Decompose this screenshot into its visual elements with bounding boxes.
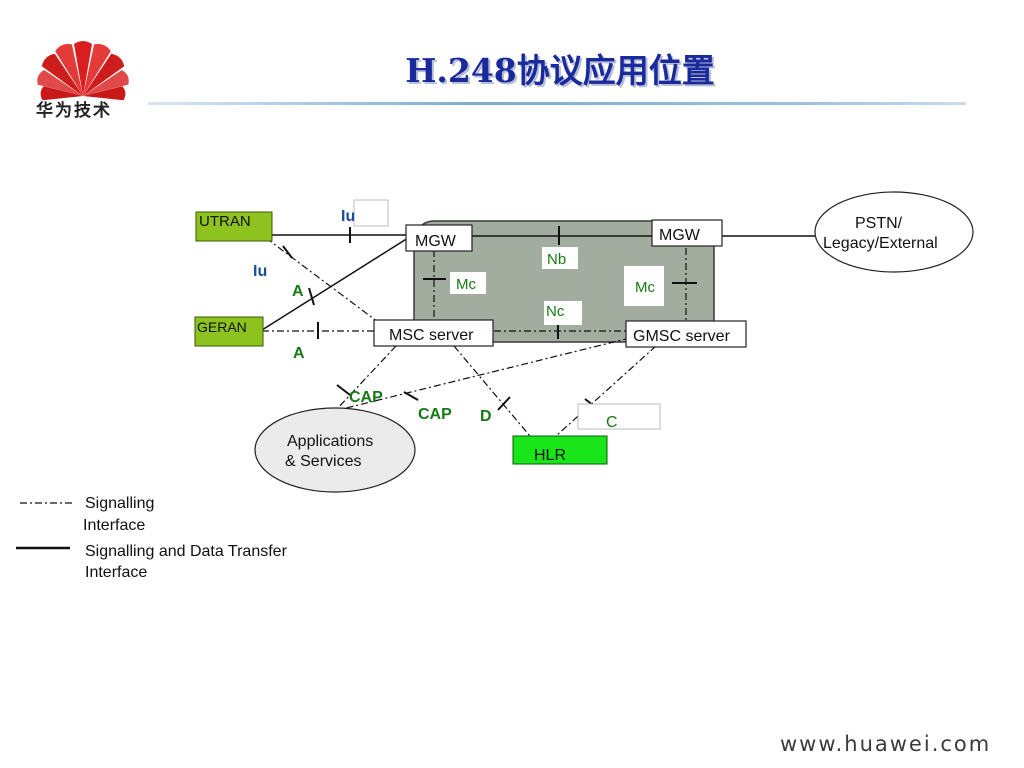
legend-signalling-line2: Interface	[83, 517, 145, 534]
geran-mgw-link	[261, 237, 409, 331]
a-upper-label: A	[292, 283, 304, 300]
mc-left-label-box	[450, 272, 486, 294]
legend-data-line2: Interface	[85, 564, 147, 581]
apps-label-line2: & Services	[285, 453, 361, 470]
nb-label-box	[542, 247, 578, 269]
legend-signalling-line1: Signalling	[85, 495, 154, 512]
mc-right-label: Mc	[635, 279, 655, 296]
c-label: C	[606, 414, 618, 431]
tick-cap-left	[336, 384, 351, 396]
mgw-left-label: MGW	[415, 233, 457, 250]
c-label-box	[577, 403, 661, 430]
pstn-label-line2: Legacy/External	[823, 235, 938, 252]
tick-a-upper	[308, 287, 315, 306]
iu-left-label: Iu	[253, 263, 267, 280]
cap-left-label: CAP	[349, 389, 383, 406]
huawei-logo-icon	[37, 41, 129, 101]
pstn-ellipse	[814, 191, 974, 273]
mgw-left-box	[405, 224, 473, 252]
mgw-right-label: MGW	[659, 227, 701, 244]
d-label: D	[480, 408, 492, 425]
geran-label: GERAN	[197, 319, 247, 335]
footer-url: www.huawei.com	[780, 732, 992, 756]
mc-right-label-box	[624, 266, 664, 306]
geran-box	[194, 316, 264, 347]
mc-left-label: Mc	[456, 276, 476, 293]
page-title: H.248协议应用位置	[405, 51, 715, 90]
core-network-area	[413, 220, 715, 343]
utran-msc-link	[265, 237, 379, 323]
hlr-box	[512, 435, 608, 465]
legend-data-line1: Signalling and Data Transfer	[85, 543, 288, 560]
nc-label-box	[544, 301, 582, 325]
msc-server-box	[373, 319, 494, 347]
tick-iu-left	[282, 245, 293, 259]
iu-top-label-box	[353, 199, 389, 227]
cap-right-label: CAP	[418, 406, 452, 423]
iu-top-label: Iu	[341, 208, 355, 225]
gmsc-apps-cap-link	[329, 337, 631, 413]
mgw-right-box	[651, 219, 723, 247]
header-divider	[148, 102, 966, 105]
msc-server-label: MSC server	[389, 327, 474, 344]
hlr-label: HLR	[534, 447, 566, 464]
nc-label: Nc	[546, 303, 565, 320]
gmsc-server-box	[625, 320, 747, 348]
tick-d	[497, 396, 511, 411]
logo-text: 华为技术	[36, 101, 112, 121]
utran-label: UTRAN	[199, 213, 251, 230]
msc-hlr-d-link	[453, 345, 531, 437]
apps-services-ellipse	[254, 407, 416, 493]
utran-box	[195, 211, 273, 242]
gmsc-server-label: GMSC server	[633, 328, 731, 345]
a-lower-label: A	[293, 345, 305, 362]
nb-label: Nb	[547, 251, 566, 268]
tick-cap-right	[403, 391, 419, 401]
pstn-label-line1: PSTN/	[855, 215, 903, 232]
apps-label-line1: Applications	[287, 433, 373, 450]
